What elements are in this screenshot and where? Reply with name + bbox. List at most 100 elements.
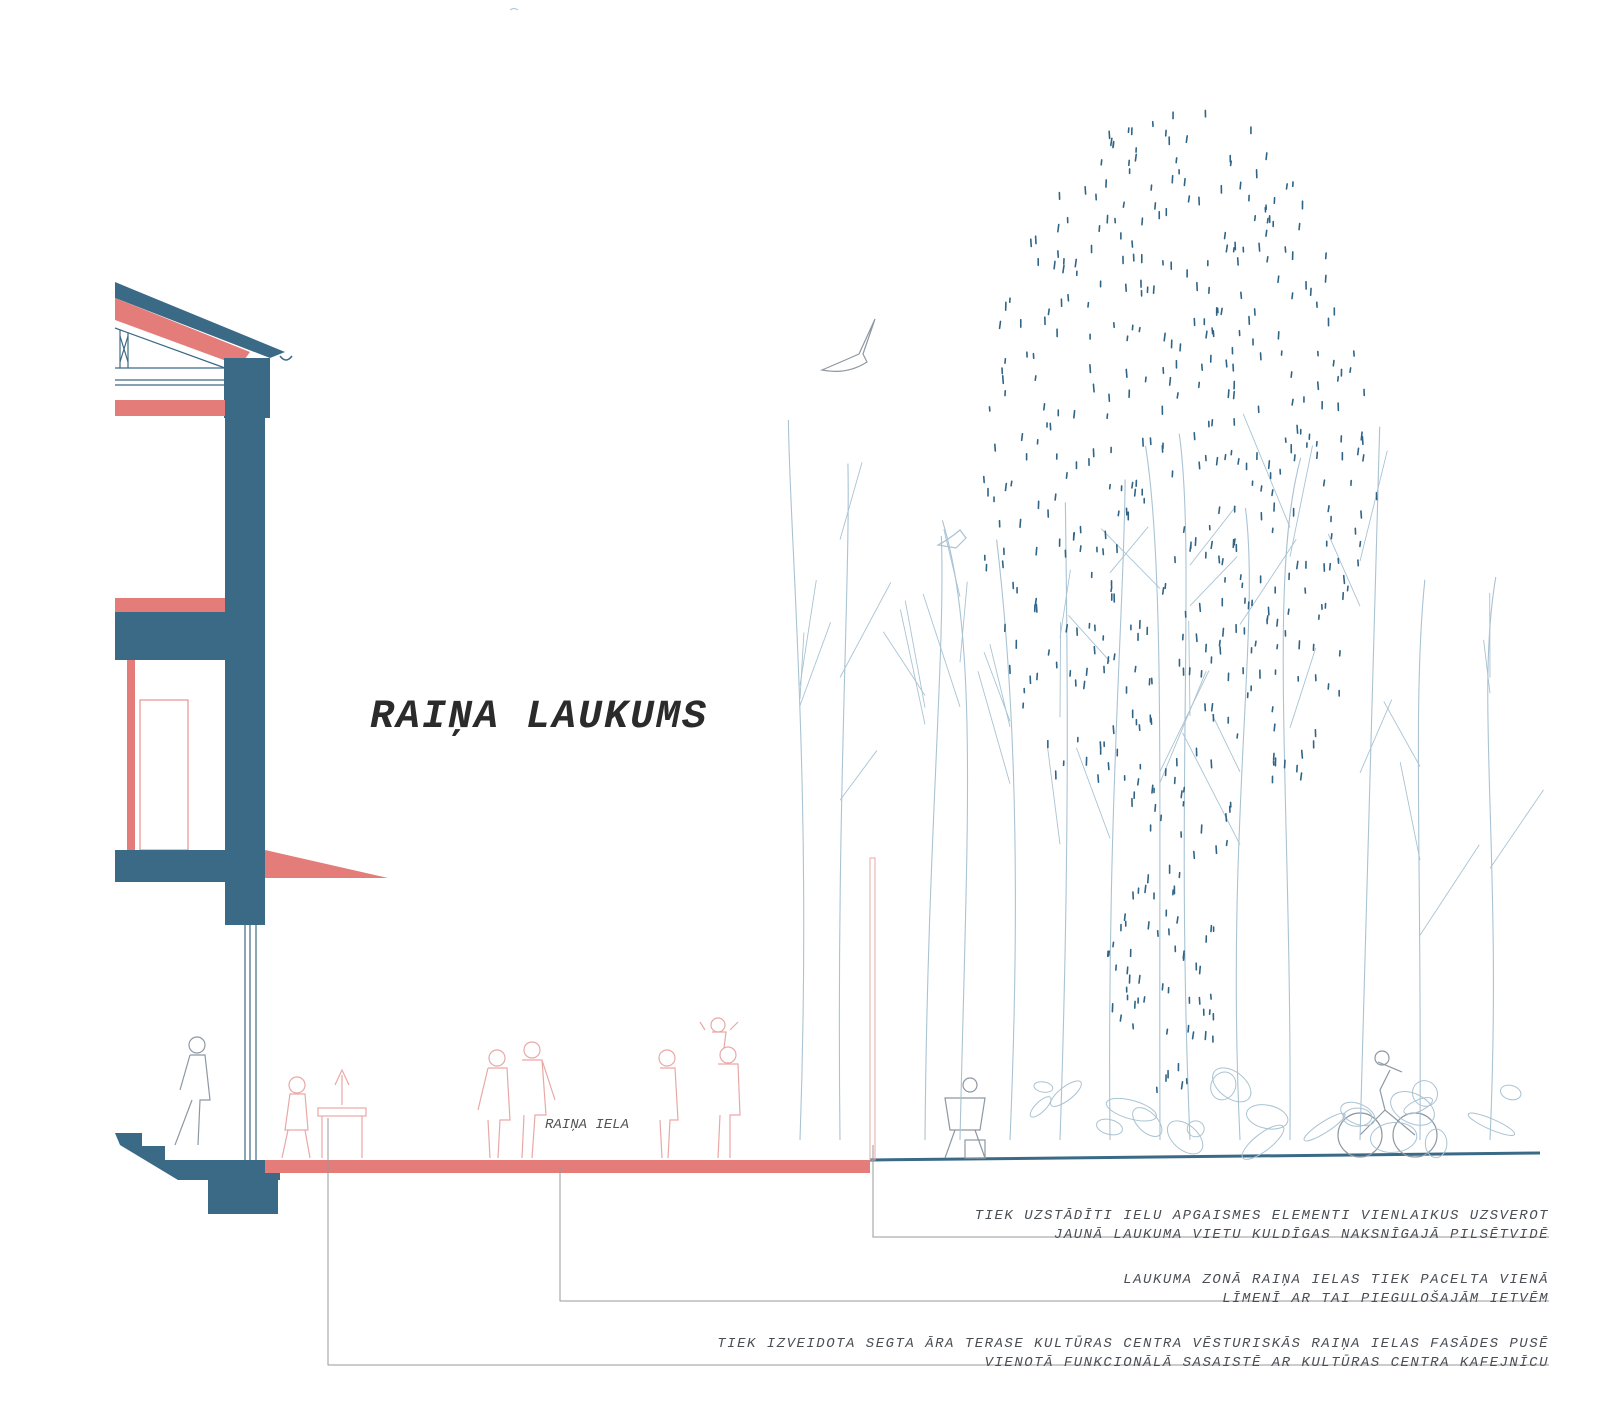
shrub-leaf <box>1390 1091 1435 1126</box>
tree-branch <box>1489 789 1544 869</box>
canopy-leaf <box>1035 603 1038 613</box>
shrub-leaf <box>1467 1112 1516 1136</box>
canopy-leaf <box>1180 790 1183 799</box>
park-ground-line <box>869 1151 1541 1162</box>
canopy-leaf <box>1236 733 1239 739</box>
canopy-leaf <box>1185 135 1189 144</box>
canopy-leaf <box>1224 453 1227 461</box>
tree-branch <box>1289 647 1317 728</box>
canopy-leaf <box>1237 458 1240 465</box>
canopy-leaf <box>1362 454 1365 462</box>
tree-trunk <box>1109 479 1126 1141</box>
canopy-leaf <box>1298 222 1301 231</box>
canopy-leaf <box>1144 376 1147 383</box>
canopy-leaf <box>1126 966 1129 975</box>
tree-branch <box>959 581 968 663</box>
tree-trunk <box>787 420 805 1141</box>
canopy-leaf <box>1134 665 1137 673</box>
annotation-line: JAUNĀ LAUKUMA VIETU KULDĪGAS NAKSNĪGAJĀ … <box>1053 1227 1549 1243</box>
annotation-line: VIENOTĀ FUNKCIONĀLĀ SASAISTĒ AR KULTŪRAS… <box>984 1355 1549 1371</box>
canopy-leaf <box>1122 201 1125 208</box>
canopy-leaf <box>1232 390 1236 400</box>
canopy-leaf <box>1062 264 1065 274</box>
shrub-leaf <box>1212 1067 1252 1103</box>
canopy-leaf <box>1273 723 1276 732</box>
shrub-leaf <box>1241 1124 1285 1160</box>
canopy-leaf <box>1176 916 1179 924</box>
canopy-leaf <box>1265 152 1268 161</box>
canopy-leaf <box>1136 778 1140 786</box>
canopy-leaf <box>1332 359 1335 367</box>
canopy-leaf <box>1191 1031 1195 1040</box>
bird-icon <box>509 8 519 11</box>
canopy-leaf <box>1165 1028 1169 1035</box>
canopy-leaf <box>1093 645 1096 655</box>
shrub-leaf <box>1411 1080 1439 1107</box>
annotation-leaders <box>327 1118 1549 1366</box>
raised-street-surface <box>265 1160 870 1173</box>
canopy-leaf <box>1225 244 1229 253</box>
canopy-leaf <box>1182 526 1186 534</box>
tree-branch <box>899 609 926 725</box>
roof-truss <box>114 327 226 386</box>
canopy-leaf <box>1356 447 1360 456</box>
shrub-leaf <box>1096 1118 1123 1136</box>
canopy-leaf <box>1229 160 1233 167</box>
tree-branch <box>1159 671 1207 783</box>
glazed-wall <box>244 925 257 1160</box>
canopy-leaf <box>1342 574 1346 585</box>
annotation-terrace: TIEK IZVEIDOTA SEGTA ĀRA TERASE KULTŪRAS… <box>717 1335 1549 1373</box>
canopy-leaf <box>1073 409 1076 419</box>
shrub-leaf <box>1132 1107 1163 1137</box>
canopy-leaf <box>1215 456 1219 466</box>
tree-branch <box>1189 506 1237 566</box>
shrub-leaf <box>1403 1097 1433 1115</box>
canopy-leaf <box>1258 242 1261 252</box>
canopy-leaf <box>1300 749 1304 759</box>
tree-branch <box>1399 762 1421 861</box>
tree-branch <box>1068 615 1111 662</box>
canopy-leaf <box>1085 667 1088 677</box>
canopy-leaf <box>1151 784 1154 794</box>
canopy-leaf <box>1065 624 1069 633</box>
canopy-leaf <box>1359 540 1362 548</box>
tree-trunk <box>924 535 943 1141</box>
canopy-leaf <box>1042 403 1046 411</box>
tree-branch <box>799 622 832 706</box>
canopy-leaf <box>1233 538 1236 546</box>
tree-branch <box>839 462 863 540</box>
foundation <box>208 1170 278 1214</box>
canopy-leaf <box>1100 159 1103 166</box>
annotation-line: TIEK UZSTĀDĪTI IELU APGAISMES ELEMENTI V… <box>974 1208 1549 1224</box>
canopy-leaf <box>1138 326 1141 333</box>
shrub-leaf <box>1342 1107 1373 1127</box>
tree-branch <box>882 631 926 696</box>
tree-trunk <box>1178 433 1191 1141</box>
canopy-leaf <box>998 320 1002 330</box>
canopy-leaf <box>1108 483 1112 490</box>
tree-branch <box>1109 526 1149 574</box>
bird-icon <box>819 318 876 372</box>
tree-branch <box>799 579 817 686</box>
canopy-leaf <box>1147 921 1150 930</box>
street-lamp-pole <box>869 857 876 1161</box>
canopy-leaf <box>1047 308 1050 316</box>
interior-wall-finish <box>127 660 135 850</box>
tree-branch <box>922 593 961 707</box>
ground-floor-slab <box>115 850 265 882</box>
canopy-leaf <box>1089 363 1092 374</box>
annotation-line: TIEK IZVEIDOTA SEGTA ĀRA TERASE KULTŪRAS… <box>717 1336 1549 1352</box>
canopy-leaf <box>1225 839 1228 847</box>
annotation-raised-street: LAUKUMA ZONĀ RAIŅA IELAS TIEK PACELTA VI… <box>1123 1271 1549 1309</box>
canopy-leaf <box>1296 560 1299 570</box>
canopy-leaf <box>1010 480 1013 487</box>
canopy-leaf <box>1138 974 1141 984</box>
canopy-leaf <box>1057 223 1060 233</box>
canopy-leaf <box>1254 640 1257 647</box>
canopy-leaf <box>1195 633 1198 643</box>
building-section <box>114 282 388 1214</box>
tree-trunk <box>1059 502 1068 1141</box>
tree-branch <box>1242 413 1291 528</box>
tree-branch <box>1419 844 1480 936</box>
canopy-leaf <box>1253 214 1257 222</box>
